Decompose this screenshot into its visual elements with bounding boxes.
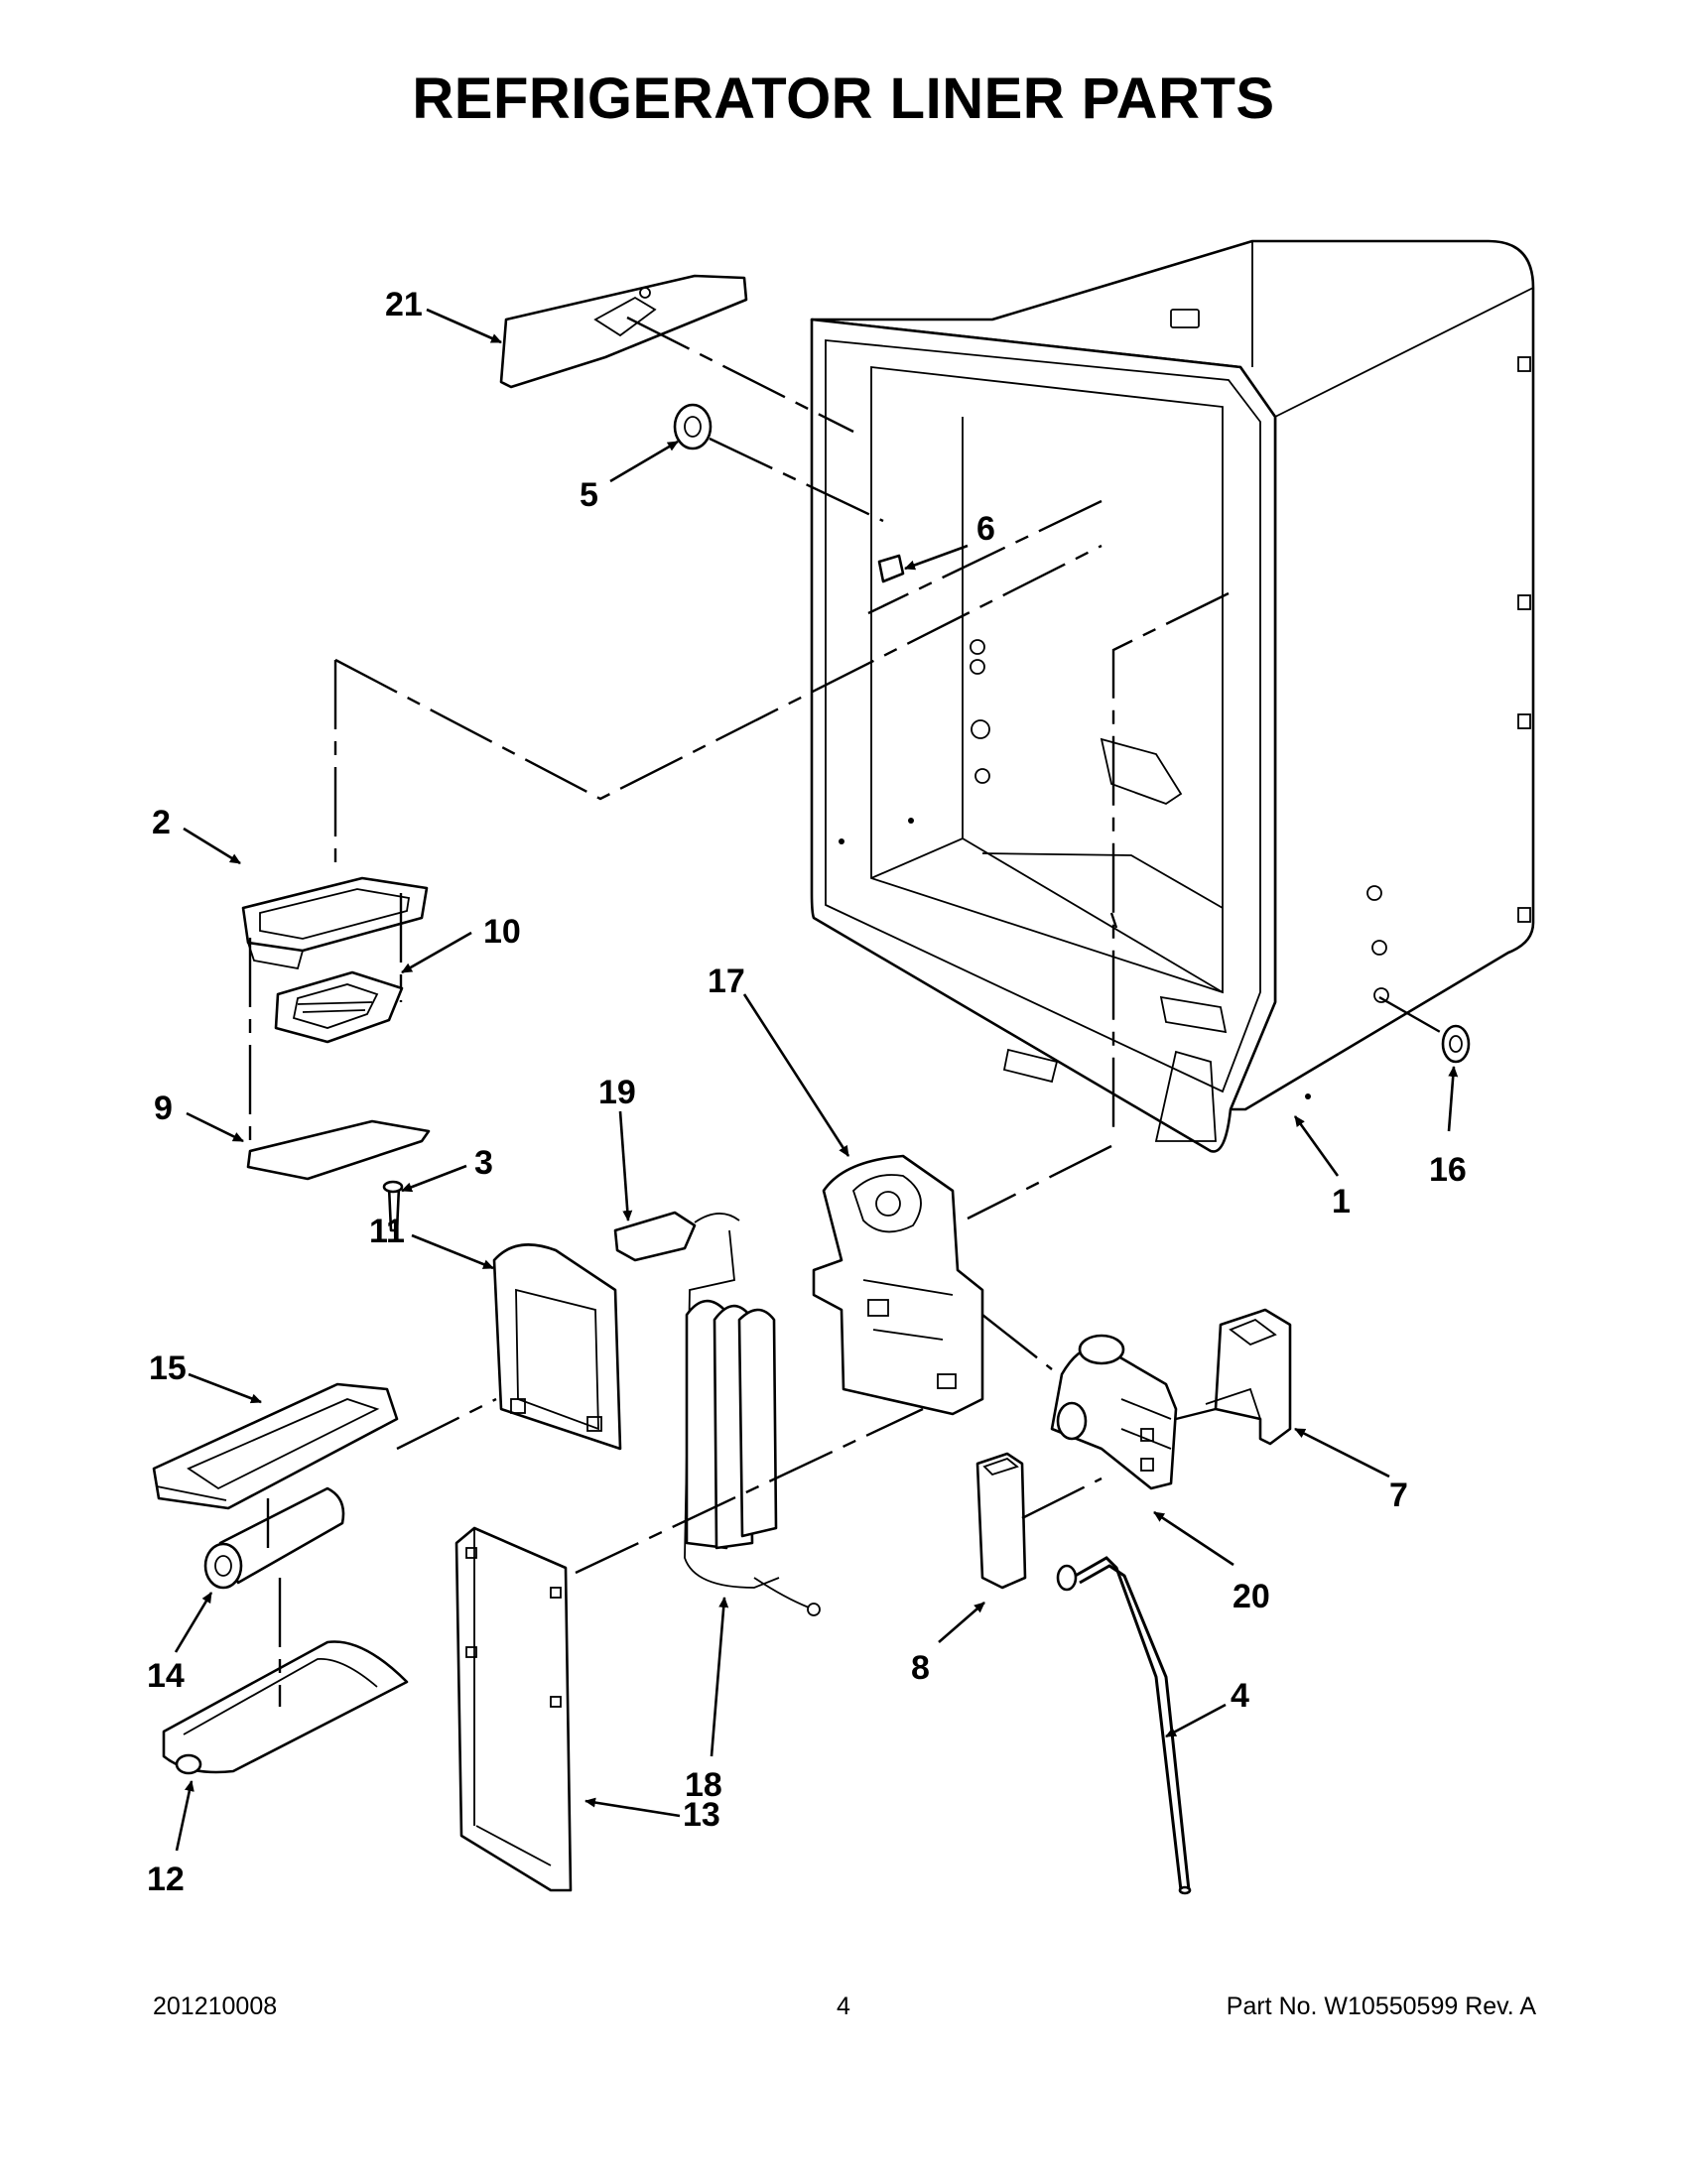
part-6-clip xyxy=(877,554,905,583)
part-12-door xyxy=(162,1640,409,1775)
part-17-bracket xyxy=(812,1154,984,1416)
part-18-harness xyxy=(684,1229,821,1616)
part-21-cover xyxy=(499,274,748,389)
part-3-screw xyxy=(382,1180,404,1232)
part-2-housing xyxy=(241,876,429,970)
callout-16: 16 xyxy=(1429,1151,1467,1189)
callout-18: 18 xyxy=(685,1766,722,1804)
callout-6: 6 xyxy=(976,510,995,548)
leader-arrows xyxy=(174,308,1459,1852)
callout-1: 1 xyxy=(1332,1183,1351,1220)
callout-21: 21 xyxy=(385,286,423,323)
part-14-filter xyxy=(203,1486,345,1590)
callout-13: 13 xyxy=(683,1796,720,1834)
part-13-panel xyxy=(454,1526,573,1892)
document-id: 201210008 xyxy=(153,1992,278,2020)
part-1-liner xyxy=(810,239,1535,1153)
page-title: REFRIGERATOR LINER PARTS xyxy=(412,66,1275,131)
part-9-plate xyxy=(246,1119,431,1181)
part-11-bracket xyxy=(492,1243,622,1451)
part-8-clip xyxy=(975,1452,1027,1590)
part-number-revision: Part No. W10550599 Rev. A xyxy=(1226,1992,1536,2020)
page-number: 4 xyxy=(837,1992,850,2020)
callout-3: 3 xyxy=(474,1144,493,1182)
part-20-valve xyxy=(1050,1334,1178,1490)
callout-10: 10 xyxy=(483,913,521,951)
part-4-tube xyxy=(1056,1556,1192,1895)
part-10-grille xyxy=(274,970,404,1044)
part-16-plug xyxy=(1441,1024,1471,1064)
part-19-sensor xyxy=(613,1211,740,1262)
part-15-filter-housing xyxy=(152,1382,399,1510)
callout-15: 15 xyxy=(149,1349,187,1387)
callout-5: 5 xyxy=(580,476,598,514)
callout-2: 2 xyxy=(152,804,171,841)
callout-9: 9 xyxy=(154,1090,173,1127)
callout-7: 7 xyxy=(1389,1477,1408,1514)
callout-14: 14 xyxy=(147,1657,185,1695)
assembly-lines xyxy=(248,316,1450,1707)
callout-4: 4 xyxy=(1231,1677,1249,1715)
part-5-knob xyxy=(673,403,713,450)
callout-8: 8 xyxy=(911,1649,930,1687)
callout-12: 12 xyxy=(147,1861,185,1898)
callout-19: 19 xyxy=(598,1074,636,1111)
part-7-bracket xyxy=(1205,1308,1292,1446)
callout-labels: 21 5 6 2 10 9 3 19 17 1 16 11 15 7 20 8 … xyxy=(147,286,1467,1898)
callout-20: 20 xyxy=(1233,1578,1270,1615)
callout-17: 17 xyxy=(708,963,745,1000)
callout-11: 11 xyxy=(369,1213,405,1250)
